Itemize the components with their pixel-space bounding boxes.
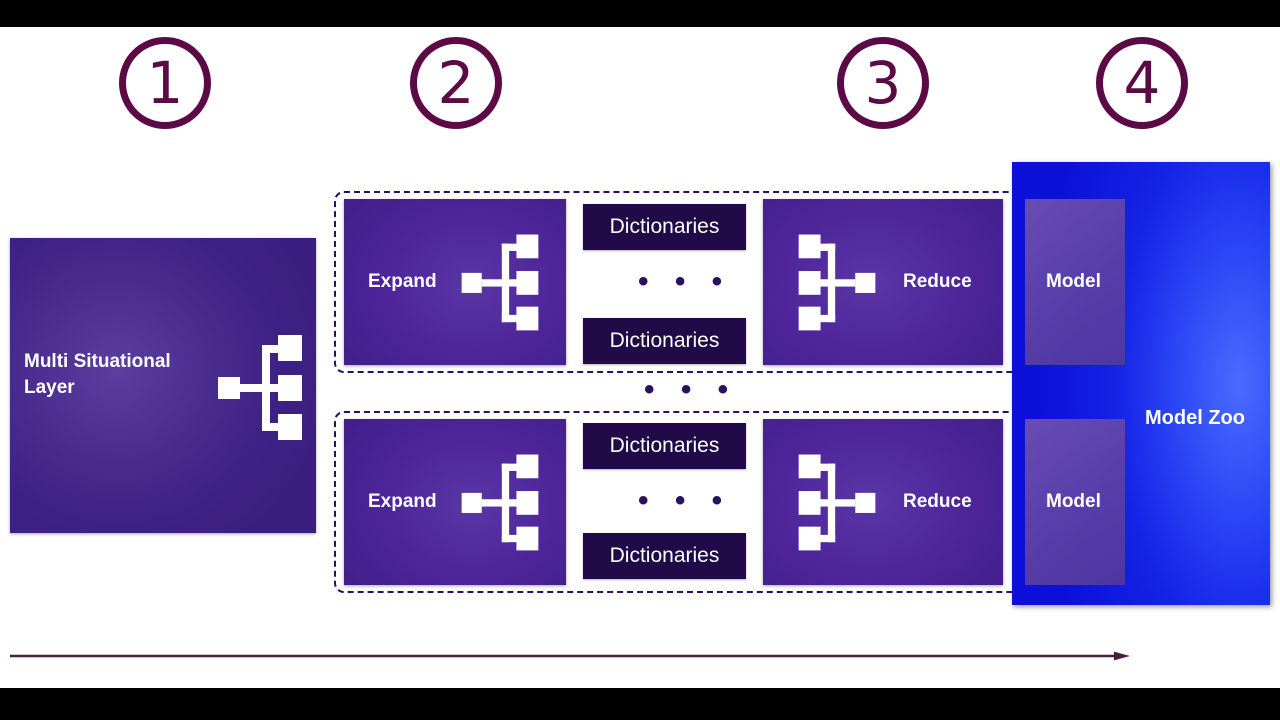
hierarchy-expand-icon xyxy=(218,335,302,440)
pipeline-rows-ellipsis: • • • xyxy=(644,373,738,406)
step-badge-3: 3 xyxy=(837,37,929,129)
dictionaries-ellipsis-1: • • • xyxy=(638,265,732,298)
hierarchy-expand-icon xyxy=(461,234,539,331)
dictionaries-box-1a[interactable]: Dictionaries xyxy=(583,204,746,250)
model-box-2[interactable]: Model xyxy=(1025,419,1125,585)
model-zoo-label: Model Zoo xyxy=(1145,407,1245,429)
hierarchy-expand-icon xyxy=(461,454,539,551)
expand-label-2: Expand xyxy=(368,491,437,512)
model-zoo-panel[interactable]: Model Model Model Zoo xyxy=(1012,162,1270,605)
model-box-1[interactable]: Model xyxy=(1025,199,1125,365)
letterbox-top xyxy=(0,0,1280,27)
expand-panel-2[interactable]: Expand xyxy=(344,419,566,585)
letterbox-bottom xyxy=(0,688,1280,720)
reduce-label-1: Reduce xyxy=(903,271,972,292)
reduce-panel-2[interactable]: Reduce xyxy=(763,419,1003,585)
model-label-1: Model xyxy=(1046,271,1101,292)
dictionaries-box-2b[interactable]: Dictionaries xyxy=(583,533,746,579)
step-badge-1: 1 xyxy=(119,37,211,129)
step-badge-4: 4 xyxy=(1096,37,1188,129)
dictionaries-box-1b[interactable]: Dictionaries xyxy=(583,318,746,364)
msl-label-line2: Layer xyxy=(24,376,75,398)
reduce-panel-1[interactable]: Reduce xyxy=(763,199,1003,365)
step-badge-2: 2 xyxy=(410,37,502,129)
diagram-area: 1 2 3 4 Multi Situational Layer xyxy=(0,27,1280,688)
msl-label-group: Multi Situational Layer xyxy=(24,349,204,400)
msl-label-line1: Multi Situational xyxy=(24,351,171,372)
model-label-2: Model xyxy=(1046,491,1101,512)
flow-arrow-right xyxy=(10,651,1130,661)
hierarchy-reduce-icon xyxy=(798,234,876,331)
expand-panel-1[interactable]: Expand xyxy=(344,199,566,365)
multi-situational-layer-panel[interactable]: Multi Situational Layer xyxy=(10,238,316,533)
reduce-label-2: Reduce xyxy=(903,491,972,512)
hierarchy-reduce-icon xyxy=(798,454,876,551)
dictionaries-ellipsis-2: • • • xyxy=(638,484,732,517)
expand-label-1: Expand xyxy=(368,271,437,292)
dictionaries-box-2a[interactable]: Dictionaries xyxy=(583,423,746,469)
